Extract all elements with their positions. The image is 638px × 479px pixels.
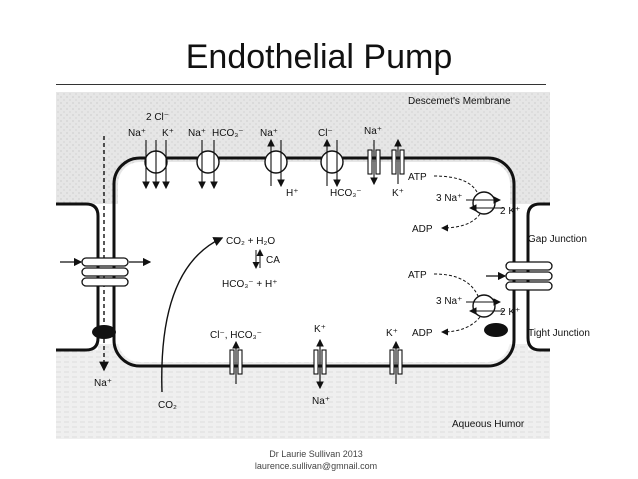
- na-channel-label: Na⁺: [364, 126, 382, 137]
- tight-junction-label: Tight Junction: [528, 328, 590, 339]
- pump-lower-k: 2 K⁺: [500, 307, 520, 318]
- k-channel-label: K⁺: [392, 188, 404, 199]
- descemets-membrane-label: Descemet's Membrane: [408, 96, 511, 107]
- pump-lower-atp: ATP: [408, 270, 427, 281]
- slide-title: Endothelial Pump: [185, 38, 453, 76]
- clhco3-channel-basal: [229, 340, 243, 384]
- na-channel-apical: [367, 140, 381, 186]
- nah-exchanger: [264, 138, 288, 188]
- clhco3-hco3-label: HCO₃⁻: [330, 188, 362, 199]
- basal-na-label: Na⁺: [312, 396, 330, 407]
- credit-author: Dr Laurie Sullivan 2013: [269, 449, 363, 459]
- title-divider: [56, 84, 546, 85]
- gap-junction-right: [486, 261, 553, 291]
- tight-junction-left: [92, 325, 116, 339]
- basal-k2-label: K⁺: [386, 328, 398, 339]
- nak-atpase-upper: [433, 175, 504, 232]
- co2-diffusion-arrow: [161, 237, 224, 393]
- gap-junction-label: Gap Junction: [528, 234, 587, 245]
- clhco3-exchanger: [320, 138, 344, 188]
- nakcl-k-label: K⁺: [162, 128, 174, 139]
- neighbor-cell-left: [56, 204, 98, 350]
- pump-lower-na: 3 Na⁺: [436, 296, 462, 307]
- gap-junction-left: [60, 257, 152, 287]
- co2-label: CO₂: [158, 400, 177, 411]
- cell-interior: [118, 162, 510, 362]
- reaction-line1: CO₂ + H₂O: [226, 236, 275, 247]
- basal-clhco3-label: Cl⁻, HCO₃⁻: [210, 330, 262, 341]
- pump-lower-adp: ADP: [412, 328, 433, 339]
- pump-upper-na: 3 Na⁺: [436, 193, 462, 204]
- nakcl-na-label: Na⁺: [128, 128, 146, 139]
- nahco3-na-label: Na⁺: [188, 128, 206, 139]
- nahco3-hco3-label: HCO₃⁻: [212, 128, 244, 139]
- basal-k-label: K⁺: [314, 324, 326, 335]
- pump-upper-adp: ADP: [412, 224, 433, 235]
- nah-na-label: Na⁺: [260, 128, 278, 139]
- pump-upper-atp: ATP: [408, 172, 427, 183]
- tight-junction-right: [484, 323, 508, 337]
- nakcl-cotransporter: [142, 140, 170, 190]
- pump-upper-k: 2 K⁺: [500, 206, 520, 217]
- k-channel-basal: [313, 338, 327, 390]
- reaction-equilibrium-arrows: [252, 249, 264, 269]
- left-neighbor-membrane: [56, 202, 100, 352]
- credit-email: laurence.sullivan@gmnail.com: [254, 461, 378, 471]
- aqueous-humor-label: Aqueous Humor: [452, 419, 525, 430]
- nahco3-cotransporter: [196, 140, 220, 190]
- nakcl-cl-label: 2 Cl⁻: [146, 112, 169, 123]
- paracellular-na-label: Na⁺: [94, 378, 112, 389]
- nak-atpase-lower: [433, 273, 504, 336]
- reaction-line2: HCO₃⁻ + H⁺: [222, 279, 277, 290]
- k-channel-basal-right: [389, 340, 403, 384]
- clhco3-cl-label: Cl⁻: [318, 128, 333, 139]
- reaction-enzyme: CA: [266, 255, 280, 266]
- nah-h-label: H⁺: [286, 188, 299, 199]
- k-channel-apical: [391, 138, 405, 184]
